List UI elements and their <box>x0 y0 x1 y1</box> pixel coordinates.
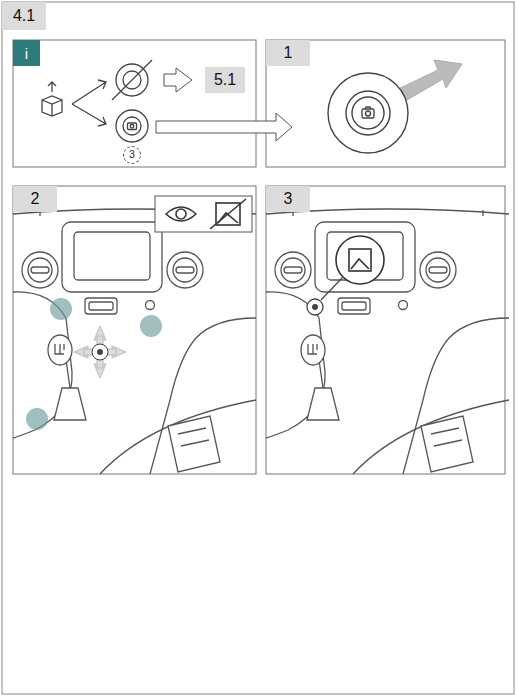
step-tab: 2 <box>13 186 57 212</box>
node-text: i <box>25 46 28 61</box>
no-camera-button <box>112 60 152 100</box>
quantity-circle: 3 <box>123 146 141 164</box>
node-text: 3 <box>284 191 293 207</box>
reference-box: 5.1 <box>205 67 245 93</box>
node-text: 4.1 <box>13 8 35 24</box>
panel-frame <box>13 186 256 474</box>
info-tab: i <box>13 40 40 66</box>
leader-line <box>321 277 343 300</box>
mount-spot <box>50 298 72 320</box>
node-text: 1 <box>284 45 293 61</box>
branch-arrows <box>72 80 106 126</box>
zoom-circle <box>336 236 384 284</box>
panel-frame <box>266 40 505 167</box>
camera-button <box>307 299 323 315</box>
move-arrows <box>74 326 126 378</box>
image-icon <box>349 249 371 271</box>
node-text: 5.1 <box>214 72 236 88</box>
mount-spot <box>26 408 48 430</box>
node-text: 2 <box>31 191 40 207</box>
step-tab: 1 <box>266 40 310 66</box>
eye-icon <box>166 207 196 221</box>
camera-button <box>312 304 318 310</box>
step-tab: 3 <box>266 186 310 212</box>
status-box <box>155 196 252 232</box>
box-open-icon <box>42 82 62 116</box>
no-image-icon <box>210 199 246 229</box>
mount-spot <box>140 315 162 337</box>
node-text: 3 <box>129 150 135 160</box>
camera-button <box>328 73 408 153</box>
panel-frame <box>13 40 256 167</box>
hollow-arrow <box>156 113 292 141</box>
section-number: 4.1 <box>2 2 46 30</box>
camera-button <box>116 110 148 142</box>
hollow-arrow <box>164 68 192 92</box>
camera-button <box>97 349 103 355</box>
camera-button <box>92 344 108 360</box>
